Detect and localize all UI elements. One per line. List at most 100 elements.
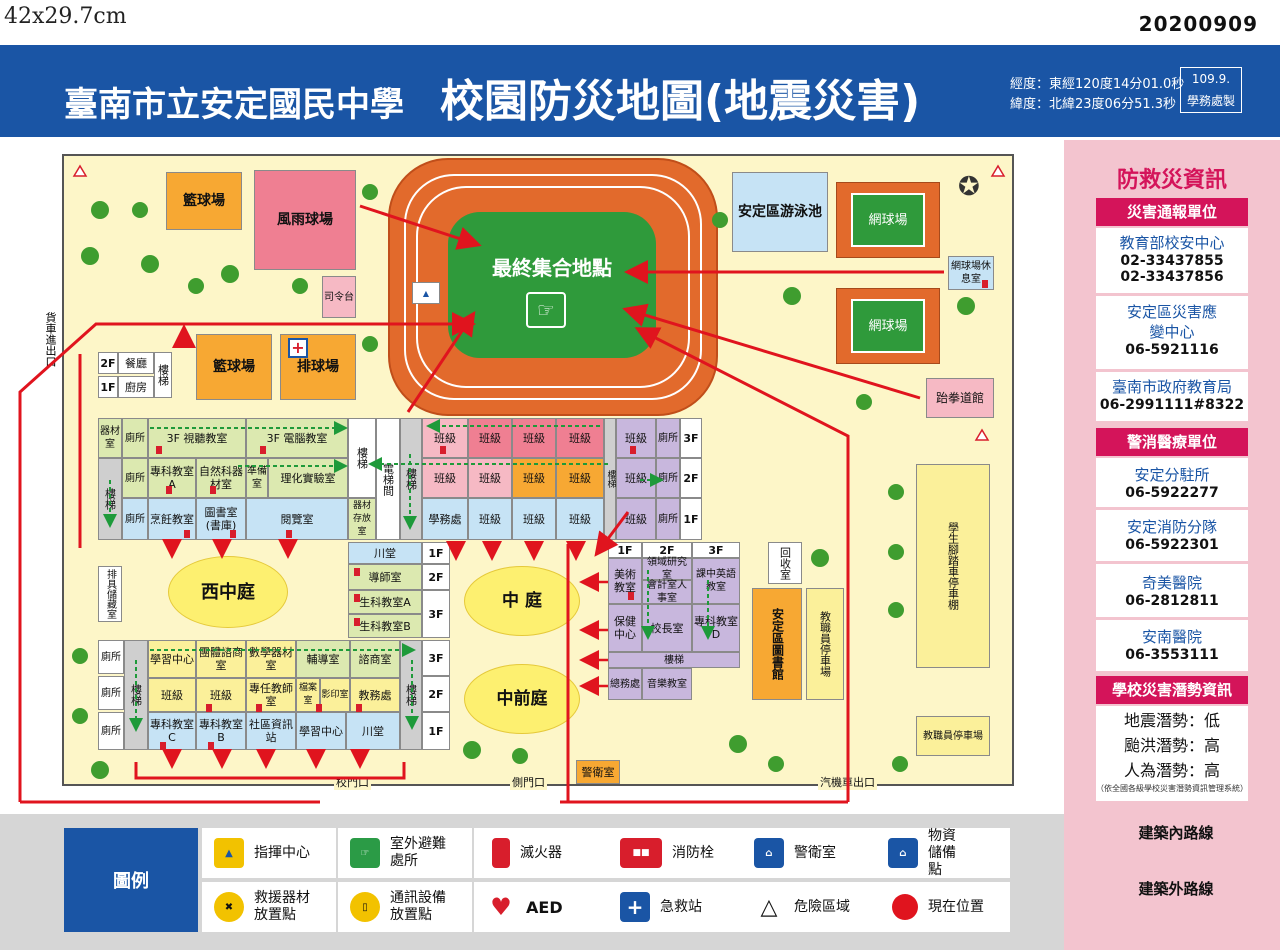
kawa-hall-2: 川堂 — [346, 712, 400, 750]
class-2f-2: 班級 — [468, 458, 512, 498]
counseling-office: 輔導室 — [296, 640, 350, 678]
group-counsel-room: 團體諮商室 — [196, 640, 246, 678]
assembly-field — [448, 212, 656, 358]
legend-label: 救援器材放置點 — [254, 890, 310, 923]
class-2f-4: 班級 — [556, 458, 604, 498]
kitchen: 廚房 — [118, 376, 154, 398]
special-room-b: 專科教室B — [196, 712, 246, 750]
contact-phone: 02-33437856 — [1120, 269, 1224, 285]
supply-storage: 排具儲藏室 — [98, 566, 122, 622]
legend-label: 室外避難處所 — [390, 836, 446, 869]
student-bike-shed: 學生腳踏車停車棚 — [916, 464, 990, 668]
emergency-units-heading: 警消醫療單位 — [1096, 428, 1248, 456]
coordinates: 經度：東經120度14分01.0秒 緯度：北緯23度06分51.3秒 — [1010, 75, 1184, 115]
tennis-court-1-label: 網球場 — [868, 212, 908, 228]
contact-moe: 教育部校安中心 02-33437855 02-33437856 — [1096, 228, 1248, 294]
risk-info: 地震潛勢：低 颱洪潛勢：高 人為潛勢：高 （依全國各級學校災害潛勢資訊管理系統） — [1096, 706, 1248, 802]
canteen-1f: 1F — [98, 376, 118, 398]
tennis-court-1: 網球場 — [836, 182, 940, 258]
east-2f: 2F — [680, 458, 702, 498]
main-gate: 校門口 — [334, 774, 371, 790]
date-code: 20200909 — [1138, 12, 1258, 36]
current-location-icon — [892, 894, 918, 920]
staff-parking-lot: 教職員停車場 — [806, 588, 844, 700]
east-3f: 3F — [680, 418, 702, 458]
reading-room: 閱覽室 — [246, 498, 348, 540]
evacuation-icon: ☞ — [350, 838, 380, 868]
center-courtyard: 中 庭 — [464, 566, 580, 636]
class-2f-3: 班級 — [512, 458, 556, 498]
command-center-icon: ▲ — [214, 838, 244, 868]
kawa-2f: 2F — [422, 564, 450, 590]
podium: 司令台 — [322, 276, 356, 318]
legend-item: ☞ 室外避難處所 — [338, 828, 472, 878]
toilet-2f-east: 廁所 — [656, 458, 680, 498]
extinguisher-icon — [492, 838, 510, 868]
music-room: 音樂教室 — [642, 668, 692, 700]
class-south-1: 班級 — [148, 678, 196, 712]
legend-item: ✖ 救援器材放置點 — [202, 882, 336, 932]
accounting-room: 會計室人事室 — [642, 580, 692, 604]
cooking-room: 烹飪教室 — [148, 498, 196, 540]
assembly-point-label: 最終集合地點 — [492, 256, 612, 280]
canteen: 餐廳 — [118, 352, 154, 374]
south-1f: 1F — [422, 712, 450, 750]
bio-room-a: 生科教室A — [348, 590, 422, 614]
risk-heading: 學校災害潛勢資訊 — [1096, 676, 1248, 704]
research-room: 領域研究室 — [642, 557, 692, 581]
contact-chimei-hospital: 奇美醫院 06-2812811 — [1096, 564, 1248, 618]
class-south-2: 班級 — [196, 678, 246, 712]
class-3f-4: 班級 — [556, 418, 604, 458]
contact-name: 安南醫院 — [1141, 628, 1202, 646]
command-center-icon: ▲ — [412, 282, 440, 304]
community-station: 社區資訊站 — [246, 712, 296, 750]
info-panel-title: 防救災資訊 — [1116, 168, 1227, 193]
hydrant-icon: ■■ — [620, 838, 662, 868]
contact-name: 安定分駐所 — [1134, 466, 1210, 484]
contact-district-center: 安定區災害應變中心 06-5921116 — [1096, 296, 1248, 370]
toilet-1f-south: 廁所 — [98, 712, 124, 750]
contact-name: 安定消防分隊 — [1126, 518, 1217, 536]
contact-phone: 06-2991111#8322 — [1099, 397, 1245, 413]
basketball-court-2: 籃球場 — [196, 334, 272, 400]
toilet-2f-west: 廁所 — [122, 458, 148, 498]
legend-item: ⌂ 警衛室 — [742, 828, 876, 878]
contact-phone: 06-3553111 — [1125, 647, 1219, 663]
school-name: 臺南市立安定國民中學 — [64, 85, 404, 125]
academic-office: 學務處 — [422, 498, 468, 540]
class-3f-2: 班級 — [468, 418, 512, 458]
principal-office: 校長室 — [642, 604, 692, 652]
hazard-icon: △ — [760, 894, 778, 920]
av-room: 3F 視聽教室 — [148, 418, 246, 458]
special-room-c: 專科教室C — [148, 712, 196, 750]
legend-label: 通訊設備放置點 — [390, 890, 446, 923]
tennis-court-2: 網球場 — [836, 288, 940, 364]
computer-room: 3F 電腦教室 — [246, 418, 348, 458]
contact-annan-hospital: 安南醫院 06-3553111 — [1096, 620, 1248, 672]
vehicle-exit: 汽機車出口 — [818, 774, 877, 790]
side-gate: 側門口 — [510, 774, 547, 790]
art-room: 美術教室 — [608, 558, 642, 604]
legend-item: + 急救站 — [608, 882, 742, 932]
legend-item: 滅火器 — [474, 828, 608, 878]
health-center: 保健中心 — [608, 604, 642, 652]
toilet-3f-south: 廁所 — [98, 640, 124, 674]
first-aid-icon: + — [288, 338, 308, 358]
consult-room: 諮商室 — [350, 640, 400, 678]
legend-label: 物資儲備點 — [928, 827, 956, 878]
class-3f-1: 班級 — [422, 418, 468, 458]
first-aid-icon: + — [620, 892, 650, 922]
kawa-hall-1: 川堂 — [348, 542, 422, 564]
bio-room-b: 生科教室B — [348, 614, 422, 638]
archive-room: 檔案室 — [296, 678, 320, 712]
legend-label: 指揮中心 — [254, 844, 310, 861]
admin-1f: 1F — [608, 542, 642, 558]
guard-room: 警衛室 — [576, 760, 620, 784]
contact-name: 奇美醫院 — [1141, 574, 1202, 592]
legend-item: ▯ 通訊設備放置點 — [338, 882, 472, 932]
admin-stairs: 樓梯 — [608, 652, 740, 668]
rain-court: 風雨球場 — [254, 170, 356, 270]
equipment-room: 器材室 — [98, 418, 122, 458]
legend-label: AED — [526, 897, 563, 917]
